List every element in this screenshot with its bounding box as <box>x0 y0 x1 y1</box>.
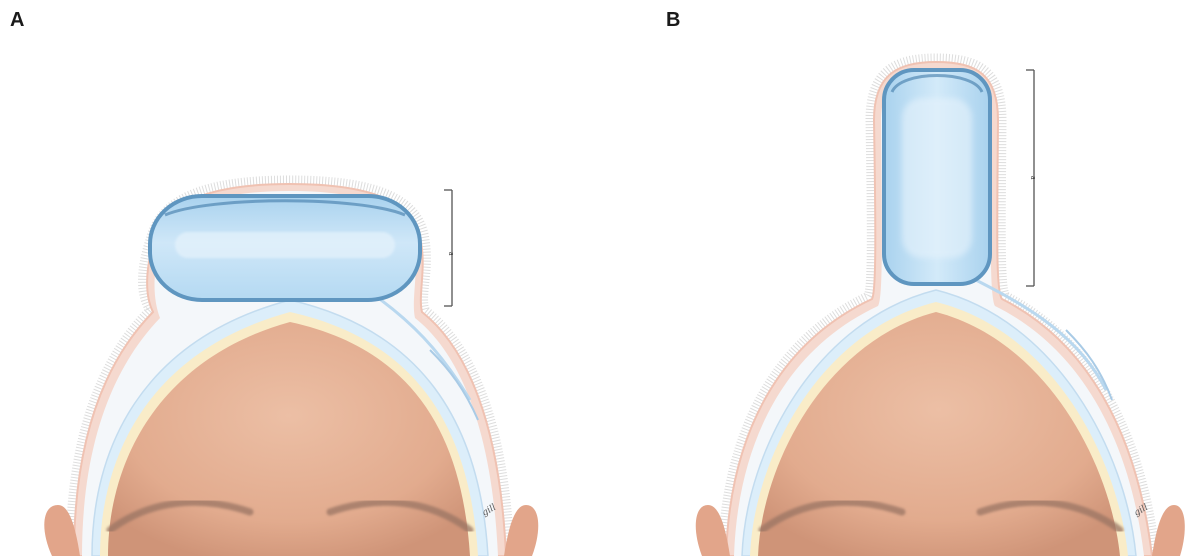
measure-label: a <box>447 252 456 256</box>
measurement-bracket <box>444 190 452 306</box>
diagram-a: a gill <box>0 0 596 556</box>
diagram-b: a gill <box>596 0 1192 556</box>
expander-highlight <box>902 98 972 258</box>
right-ear <box>1152 505 1185 556</box>
right-ear <box>504 505 538 556</box>
panel-b: B a gill <box>596 0 1192 556</box>
expander-highlight <box>175 232 395 258</box>
left-ear <box>696 505 730 556</box>
measure-label: a <box>1029 176 1038 180</box>
panel-a: A a gill <box>0 0 596 556</box>
